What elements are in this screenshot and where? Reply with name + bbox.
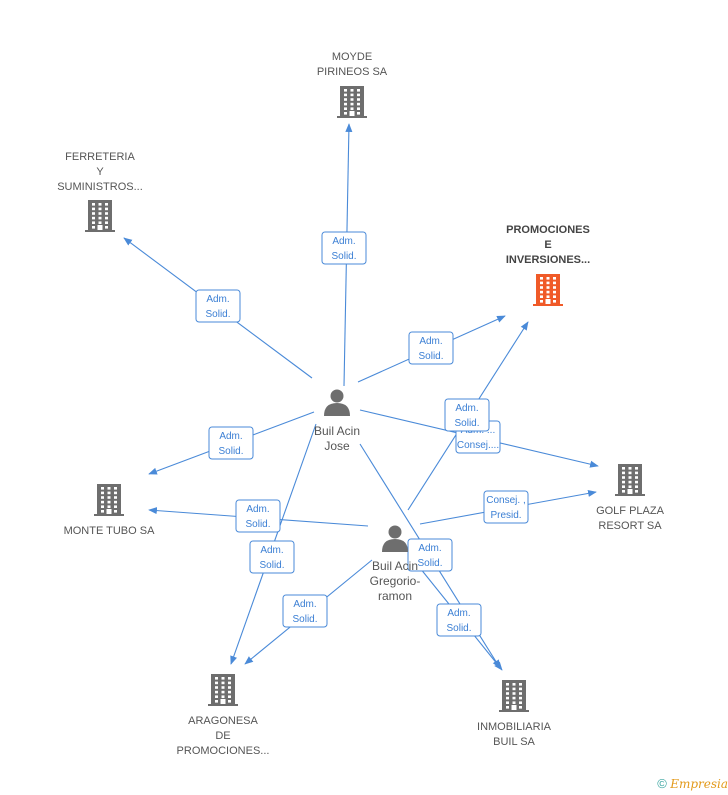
company-node-ferreteria[interactable]: FERRETERIA Y SUMINISTROS... [57, 151, 143, 232]
edge-label-text: Solid. [218, 446, 243, 457]
edge-label-text: Adm. [332, 236, 355, 247]
edge-label-box [282, 594, 328, 628]
building-icon [337, 86, 367, 118]
nodes-layer: MOYDE PIRINEOS SA FERRETERIA Y SUMINISTROS..… [57, 51, 664, 757]
person-label: Buil Acin [372, 559, 418, 573]
company-label: Y [96, 166, 104, 178]
edge-label-box [235, 499, 281, 533]
company-node-promociones[interactable]: PROMOCIONES E INVERSIONES... [506, 224, 590, 306]
edge-label-box [195, 289, 241, 323]
edge-label-text: Adm. [447, 608, 470, 619]
edge-label-box [408, 331, 454, 365]
edge-label-text: Adm. [455, 403, 478, 414]
building-icon [208, 674, 238, 706]
edge-label-text: Solid. [292, 614, 317, 625]
edge-label-text: Adm. [418, 543, 441, 554]
edge-label-text: Consej. , [486, 495, 525, 506]
edge-label-text: Adm. [293, 599, 316, 610]
edge-label-text: Adm. [260, 545, 283, 556]
building-icon [499, 680, 529, 712]
company-label: PROMOCIONES... [177, 745, 270, 757]
edge-label-gregorio-promociones[interactable]: Adm. Solid. [444, 398, 490, 432]
company-node-aragonesa[interactable]: ARAGONESA DE PROMOCIONES... [177, 674, 270, 757]
edge-label-text: Solid. [245, 519, 270, 530]
edge-label-text: Solid. [418, 351, 443, 362]
edge-label-text: Solid. [331, 251, 356, 262]
company-label: INVERSIONES... [506, 254, 590, 266]
edge-label-box [321, 231, 367, 265]
edge-label-text: Presid. [490, 510, 521, 521]
building-icon [533, 274, 563, 306]
edges-layer [123, 123, 599, 671]
edge-label-gregorio-golfplaza[interactable]: Consej. , Presid. [483, 490, 529, 524]
edge-label-text: Solid. [259, 560, 284, 571]
company-label: FERRETERIA [65, 151, 135, 163]
edge-label-text: Adm. [219, 431, 242, 442]
building-icon [615, 464, 645, 496]
company-label: PROMOCIONES [506, 224, 590, 236]
company-label: MONTE TUBO SA [64, 525, 156, 537]
person-icon [382, 525, 408, 552]
edge-label-jose-promociones[interactable]: Adm. Solid. [408, 331, 454, 365]
company-node-inmobiliaria[interactable]: INMOBILIARIA BUIL SA [477, 680, 552, 748]
edge-label-jose-aragonesa[interactable]: Adm. Solid. [249, 540, 295, 574]
edge-label-box [249, 540, 295, 574]
edge-labels-layer: Adm. Solid. Adm. Solid. Adm. Solid. Adm. Solid.… [195, 231, 529, 637]
company-label: DE [215, 730, 230, 742]
copyright-icon: © [657, 776, 667, 791]
company-label: MOYDE [332, 51, 372, 63]
person-label: Jose [324, 439, 350, 453]
edge-label-gregorio-inmobiliaria[interactable]: Adm. Solid. [436, 603, 482, 637]
company-label: RESORT SA [598, 520, 662, 532]
edge-label-box [444, 398, 490, 432]
edge-label-text: Adm. [419, 336, 442, 347]
company-label: INMOBILIARIA [477, 721, 552, 733]
person-label: ramon [378, 589, 412, 603]
edge-label-box [208, 426, 254, 460]
edge-label-text: Solid. [417, 558, 442, 569]
company-label: E [544, 239, 551, 251]
company-label: PIRINEOS SA [317, 66, 388, 78]
edge-label-jose-moyde[interactable]: Adm. Solid. [321, 231, 367, 265]
edge-label-gregorio-aragonesa[interactable]: Adm. Solid. [282, 594, 328, 628]
person-label: Buil Acin [314, 424, 360, 438]
edge-label-text: Consej.... [457, 440, 499, 451]
person-label: Gregorio- [370, 574, 421, 588]
company-node-montetubo[interactable]: MONTE TUBO SA [64, 484, 156, 537]
building-icon [85, 200, 115, 232]
building-icon [94, 484, 124, 516]
edge-label-text: Solid. [205, 309, 230, 320]
edge-label-text: Solid. [454, 418, 479, 429]
brand-logo: Empresia [670, 777, 728, 791]
edge-label-jose-inmobiliaria[interactable]: Adm. Solid. [407, 538, 453, 572]
edge-label-text: Adm. [206, 294, 229, 305]
company-label: SUMINISTROS... [57, 181, 143, 193]
company-label: GOLF PLAZA [596, 505, 665, 517]
edge-label-box [436, 603, 482, 637]
edge-label-text: Solid. [446, 623, 471, 634]
edge-label-box [483, 490, 529, 524]
edge-label-gregorio-montetubo[interactable]: Adm. Solid. [235, 499, 281, 533]
edge-label-text: Adm. [246, 504, 269, 515]
company-node-moyde[interactable]: MOYDE PIRINEOS SA [317, 51, 388, 118]
edge-label-box [407, 538, 453, 572]
company-label: BUIL SA [493, 736, 535, 748]
footer-brand[interactable]: © Empresia [657, 776, 728, 791]
edge-label-jose-ferreteria[interactable]: Adm. Solid. [195, 289, 241, 323]
edge-label-jose-montetubo[interactable]: Adm. Solid. [208, 426, 254, 460]
company-node-golfplaza[interactable]: GOLF PLAZA RESORT SA [596, 464, 665, 532]
person-icon [324, 389, 350, 416]
company-label: ARAGONESA [188, 715, 258, 727]
